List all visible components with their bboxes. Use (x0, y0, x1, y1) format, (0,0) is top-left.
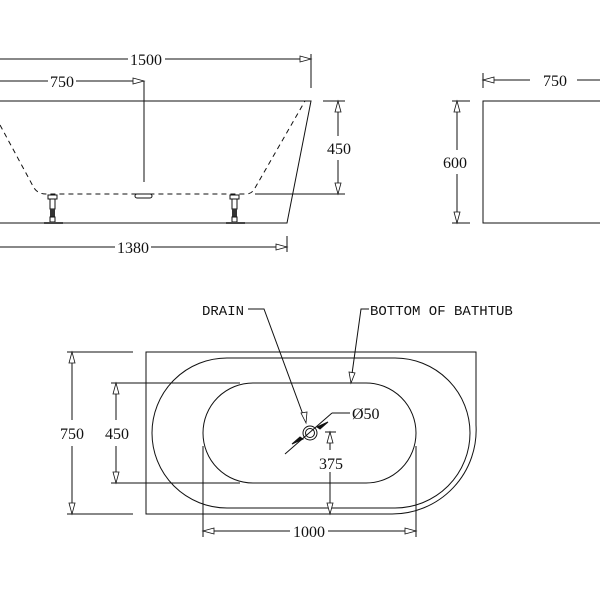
arrow (334, 182, 342, 196)
drain-label: DRAIN (202, 304, 244, 320)
top-view: DRAIN BOTTOM OF BATHTUB Ø50 750 450 (60, 304, 513, 541)
drain-leader (248, 308, 306, 421)
arrow (453, 211, 461, 225)
end-outline (482, 100, 600, 224)
arrow (404, 527, 418, 535)
bottom-leader (350, 308, 369, 382)
dim-450-top: 450 (105, 426, 129, 443)
dim-450-side: 450 (327, 141, 351, 158)
arrow (334, 99, 342, 113)
dim-750-end: 750 (543, 73, 567, 90)
arrow (112, 471, 120, 485)
arrow (68, 502, 76, 516)
arrow (300, 411, 308, 425)
drain-outlet (134, 193, 153, 199)
arrow (275, 243, 289, 251)
dim-375: 375 (319, 456, 343, 473)
end-view: 750 600 (443, 73, 600, 225)
arrow (326, 430, 334, 444)
side-view: 1500 750 450 (0, 52, 351, 257)
arrow (291, 436, 305, 445)
tub-inner-dashed (0, 100, 306, 195)
dim-diameter-50: Ø50 (352, 406, 380, 423)
arrow (453, 99, 461, 113)
leg-left (44, 194, 63, 224)
arrow (326, 502, 334, 516)
drain-inner (305, 428, 315, 438)
arrow (68, 350, 76, 364)
drain-outer (302, 425, 318, 441)
arrow (481, 76, 495, 84)
leg-right (226, 194, 245, 224)
arrow (201, 527, 215, 535)
arrow (348, 371, 356, 385)
dim-1380: 1380 (117, 240, 149, 257)
arrow (132, 77, 146, 85)
tub-rim-oval (151, 357, 471, 509)
arrow (315, 421, 329, 430)
bottom-label: BOTTOM OF BATHTUB (370, 304, 513, 320)
dim-1500: 1500 (130, 52, 162, 69)
dim-600: 600 (443, 155, 467, 172)
tub-outline (0, 100, 312, 224)
tub-outline-top (145, 351, 477, 515)
dim-750-top: 750 (60, 426, 84, 443)
diameter-line (284, 412, 333, 455)
dim-750-side: 750 (50, 74, 74, 91)
tub-bottom-oval (202, 382, 417, 484)
arrow (299, 55, 313, 63)
dim-1000: 1000 (293, 524, 325, 541)
arrow (112, 381, 120, 395)
